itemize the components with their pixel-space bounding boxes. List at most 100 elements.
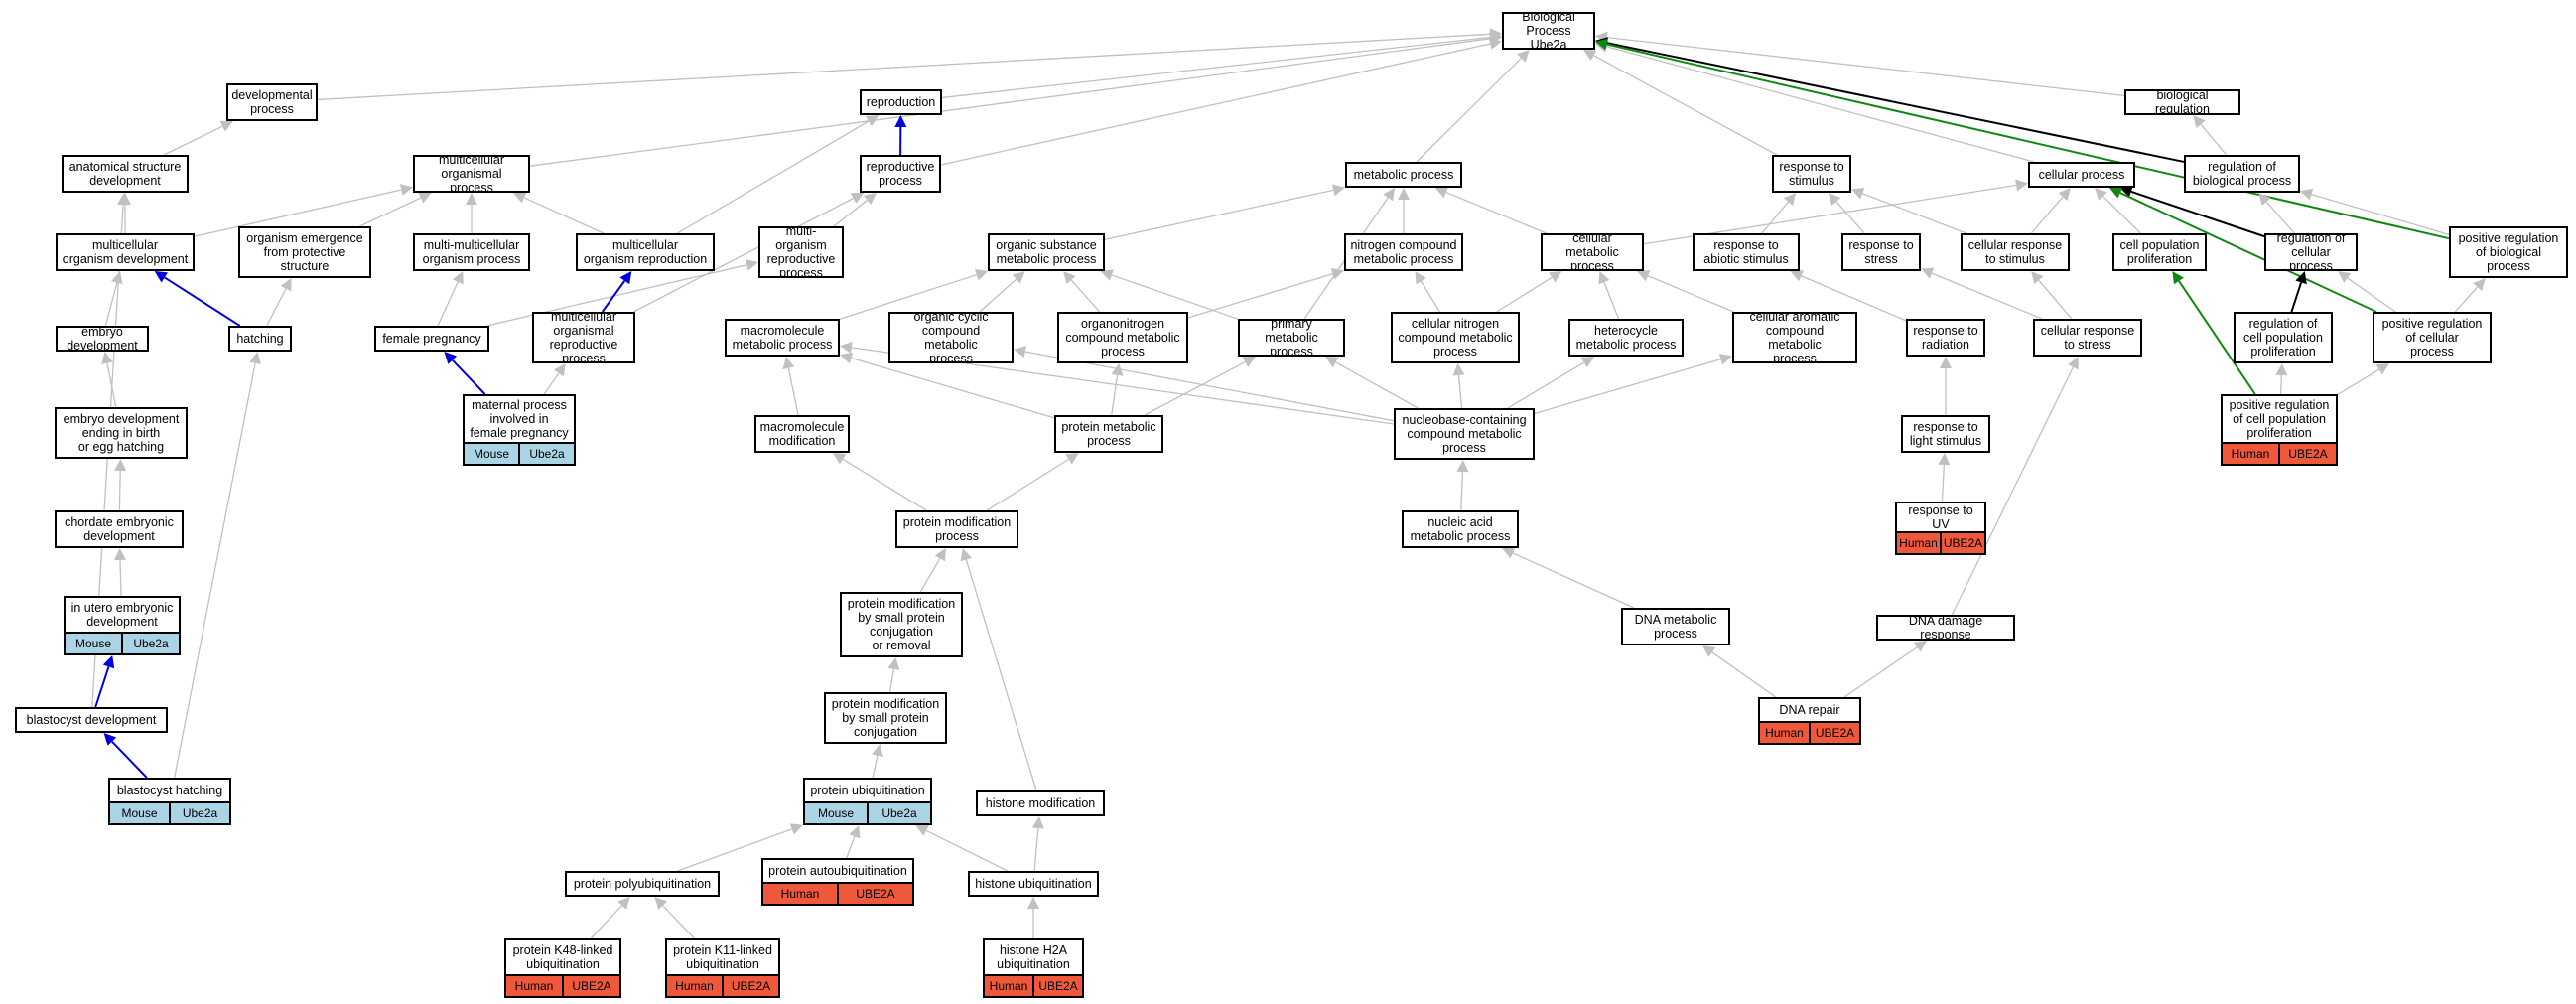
go-term-macromol[interactable]: macromolecule metabolic process bbox=[725, 319, 840, 357]
go-term-female-preg[interactable]: female pregnancy bbox=[374, 326, 489, 352]
edge-pos_reg_cellular-to-pos_reg_bio bbox=[2454, 286, 2479, 313]
go-term-mc-org-repro-proc[interactable]: multicellular organismal reproductive pr… bbox=[532, 312, 635, 363]
go-term-reg-cellular[interactable]: regulation of cellular process bbox=[2264, 233, 2358, 271]
go-term-prot-mod-conj[interactable]: protein modification by small protein co… bbox=[824, 692, 947, 744]
edge-pos_reg_cell_pop-to-cell_pop_prolif bbox=[2178, 280, 2256, 395]
go-term-org-cyclic[interactable]: organic cyclic compound metabolic proces… bbox=[888, 312, 1014, 363]
go-term-organonitrogen[interactable]: organonitrogen compound metabolic proces… bbox=[1057, 312, 1188, 363]
arrowhead bbox=[832, 453, 847, 465]
go-term-bioreg[interactable]: biological regulation bbox=[2124, 89, 2240, 115]
term-label: cellular response to stimulus bbox=[1967, 238, 2063, 266]
go-term-org-emergence[interactable]: organism emergence from protective struc… bbox=[238, 226, 371, 278]
arrowhead bbox=[103, 733, 117, 746]
go-term-cell-metab[interactable]: cellular metabolic process bbox=[1541, 233, 1644, 271]
go-term-resp-abiotic[interactable]: response to abiotic stimulus bbox=[1693, 233, 1800, 271]
go-term-bp[interactable]: Biological Process Ube2a bbox=[1502, 12, 1595, 50]
go-term-maternal[interactable]: maternal process involved in female preg… bbox=[463, 394, 576, 466]
term-label: maternal process involved in female preg… bbox=[470, 398, 569, 440]
go-term-pos-reg-cell-pop[interactable]: positive regulation of cell population p… bbox=[2221, 394, 2338, 466]
edge-embryo_dev-to-mc_org_dev bbox=[104, 282, 118, 327]
arrowhead bbox=[1502, 547, 1516, 559]
edge-maternal-to-mc_org_repro_proc bbox=[543, 372, 560, 395]
arrowhead bbox=[654, 897, 668, 910]
go-term-nitrogen[interactable]: nitrogen compound metabolic process bbox=[1344, 233, 1463, 271]
go-term-prot-polyubiq[interactable]: protein polyubiquitination bbox=[565, 871, 720, 897]
arrowhead bbox=[280, 278, 292, 292]
go-term-developmental[interactable]: developmental process bbox=[226, 83, 318, 121]
edge-maternal-to-female_preg bbox=[452, 359, 486, 395]
go-term-org-subst[interactable]: organic substance metabolic process bbox=[988, 233, 1105, 271]
go-term-pos-reg-cellular[interactable]: positive regulation of cellular process bbox=[2373, 312, 2492, 363]
go-term-cellular-proc[interactable]: cellular process bbox=[2028, 162, 2135, 188]
edge-nucleobase-to-cell_nitrogen bbox=[1457, 374, 1463, 409]
arrowhead bbox=[1790, 270, 1804, 282]
term-label: multicellular organismal reproductive pr… bbox=[549, 314, 618, 361]
arrowhead bbox=[2031, 271, 2044, 285]
go-term-cell-nitrogen[interactable]: cellular nitrogen compound metabolic pro… bbox=[1391, 312, 1520, 363]
go-term-cell-resp-stress[interactable]: cellular response to stress bbox=[2033, 319, 2142, 357]
go-term-dna-metab[interactable]: DNA metabolic process bbox=[1621, 608, 1730, 645]
go-term-prot-mod[interactable]: protein modification process bbox=[895, 510, 1018, 548]
go-term-mc-org-repro[interactable]: multicellular organism reproduction bbox=[576, 233, 715, 271]
go-term-reg-cell-pop[interactable]: regulation of cell population proliferat… bbox=[2234, 312, 2333, 363]
go-term-cell-aromatic[interactable]: cellular aromatic compound metabolic pro… bbox=[1732, 312, 1857, 363]
term-label: protein modification by small protein co… bbox=[847, 597, 956, 652]
arrowhead bbox=[2275, 363, 2288, 376]
gene-tag: UBE2A bbox=[1940, 533, 1984, 553]
edge-organonitrogen-to-org_subst bbox=[1070, 279, 1101, 313]
go-term-multicellular-op[interactable]: multicellular organismal process bbox=[413, 155, 530, 193]
term-label: regulation of cell population proliferat… bbox=[2243, 317, 2323, 359]
go-term-resp-stim[interactable]: response to stimulus bbox=[1772, 155, 1851, 193]
edge-anatomical-to-developmental bbox=[163, 125, 223, 156]
go-term-prot-mod-small[interactable]: protein modification by small protein co… bbox=[840, 592, 963, 657]
go-term-histone-ubiq[interactable]: histone ubiquitination bbox=[968, 871, 1099, 897]
go-term-metabolic[interactable]: metabolic process bbox=[1345, 162, 1462, 188]
go-term-pos-reg-bio[interactable]: positive regulation of biological proces… bbox=[2449, 226, 2568, 278]
go-term-macromol-mod[interactable]: macromolecule modification bbox=[754, 415, 850, 453]
go-term-resp-stress[interactable]: response to stress bbox=[1841, 233, 1921, 271]
go-term-multi-multi[interactable]: multi-multicellular organism process bbox=[413, 233, 530, 271]
species-tag: Human bbox=[985, 976, 1032, 996]
go-term-blastocyst-dev[interactable]: blastocyst development bbox=[15, 707, 168, 733]
edge-nucleobase-to-heterocycle bbox=[1507, 361, 1585, 409]
term-label: cellular response to stress bbox=[2040, 324, 2135, 352]
edge-chordate-to-embryo_birth bbox=[118, 470, 121, 511]
arrowhead bbox=[782, 357, 795, 369]
go-term-protein-metab[interactable]: protein metabolic process bbox=[1054, 415, 1163, 453]
term-label: histone modification bbox=[985, 796, 1096, 810]
edge-protein_metab-to-organonitrogen bbox=[1111, 374, 1119, 416]
go-term-heterocycle[interactable]: heterocycle metabolic process bbox=[1568, 319, 1684, 357]
go-term-nucleic[interactable]: nucleic acid metabolic process bbox=[1402, 510, 1519, 548]
go-term-embryo-dev[interactable]: embryo development bbox=[56, 326, 149, 352]
arrowhead bbox=[1851, 188, 1865, 200]
go-term-mc-org-dev[interactable]: multicellular organism development bbox=[56, 233, 195, 271]
go-term-primary[interactable]: primary metabolic process bbox=[1238, 319, 1345, 357]
go-term-reproductive[interactable]: reproductive process bbox=[860, 155, 941, 193]
go-term-cell-resp-stim[interactable]: cellular response to stimulus bbox=[1961, 233, 2070, 271]
go-term-nucleobase[interactable]: nucleobase-containing compound metabolic… bbox=[1394, 408, 1535, 460]
go-term-hatching[interactable]: hatching bbox=[228, 326, 292, 352]
arrowhead bbox=[1580, 357, 1595, 368]
go-term-resp-light[interactable]: response to light stimulus bbox=[1901, 415, 1990, 453]
go-term-anatomical[interactable]: anatomical structure development bbox=[62, 155, 189, 193]
go-term-multi-org-repro[interactable]: multi-organism reproductive process bbox=[758, 226, 844, 278]
go-term-reproduction[interactable]: reproduction bbox=[860, 89, 942, 115]
go-term-dna-damage[interactable]: DNA damage response bbox=[1876, 615, 2015, 641]
go-term-reg-bio[interactable]: regulation of biological process bbox=[2184, 155, 2300, 193]
go-term-cell-pop-prolif[interactable]: cell population proliferation bbox=[2112, 233, 2207, 271]
arrowhead bbox=[1913, 641, 1928, 652]
go-term-chordate[interactable]: chordate embryonic development bbox=[55, 510, 184, 548]
go-term-histone-mod[interactable]: histone modification bbox=[976, 790, 1105, 816]
go-term-embryo-birth[interactable]: embryo development ending in birth or eg… bbox=[55, 407, 188, 459]
go-term-resp-radiation[interactable]: response to radiation bbox=[1906, 319, 1985, 357]
arrowhead bbox=[117, 193, 130, 206]
